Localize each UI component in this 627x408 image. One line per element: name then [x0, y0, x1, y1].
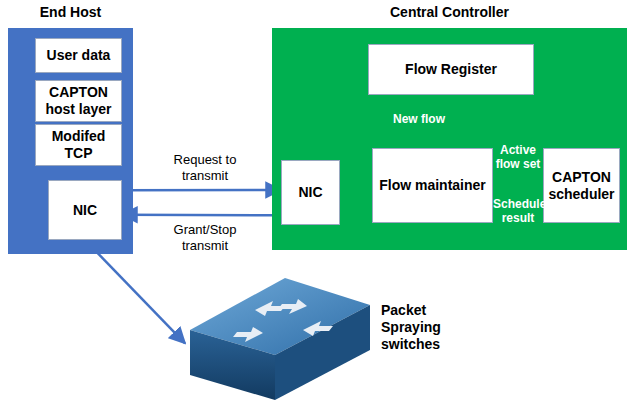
- connector-arrow: [122, 189, 281, 192]
- process-box: CAPTON scheduler: [543, 148, 620, 223]
- edge-label: Request to transmit: [150, 152, 260, 183]
- box-label: NIC: [73, 202, 97, 219]
- box-label: User data: [47, 47, 111, 64]
- panel-heading: Central Controller: [272, 4, 627, 21]
- edge-label: Active flow set: [493, 143, 543, 172]
- box-label: Flow maintainer: [379, 177, 486, 194]
- process-box: Flow maintainer: [372, 148, 493, 223]
- connector-arrow: [85, 240, 185, 343]
- panel-heading: End Host: [8, 4, 133, 21]
- nic-box: NIC: [48, 180, 122, 240]
- nic-box: NIC: [281, 160, 340, 225]
- edge-label: Schedule result: [493, 197, 543, 226]
- end-host-panel: End HostUser dataCAPTON host layerModife…: [8, 28, 133, 254]
- controller-panel: Central ControllerFlow RegisterNICFlow m…: [272, 28, 627, 250]
- process-box: User data: [35, 38, 122, 73]
- process-box: CAPTON host layer: [35, 80, 122, 122]
- box-label: Modifed TCP: [39, 128, 118, 162]
- edge-label: New flow: [393, 112, 463, 126]
- connector-arrow: [122, 214, 281, 217]
- switch-illustration: Packet Spraying switches: [185, 268, 485, 405]
- edge-label: Grant/Stop transmit: [150, 222, 260, 253]
- box-label: CAPTON scheduler: [547, 169, 616, 203]
- box-label: CAPTON host layer: [39, 84, 118, 118]
- box-label: NIC: [298, 184, 322, 201]
- switch-label: Packet Spraying switches: [381, 302, 481, 352]
- process-box: Flow Register: [368, 44, 534, 95]
- box-label: Flow Register: [405, 61, 497, 78]
- process-box: Modifed TCP: [35, 124, 122, 166]
